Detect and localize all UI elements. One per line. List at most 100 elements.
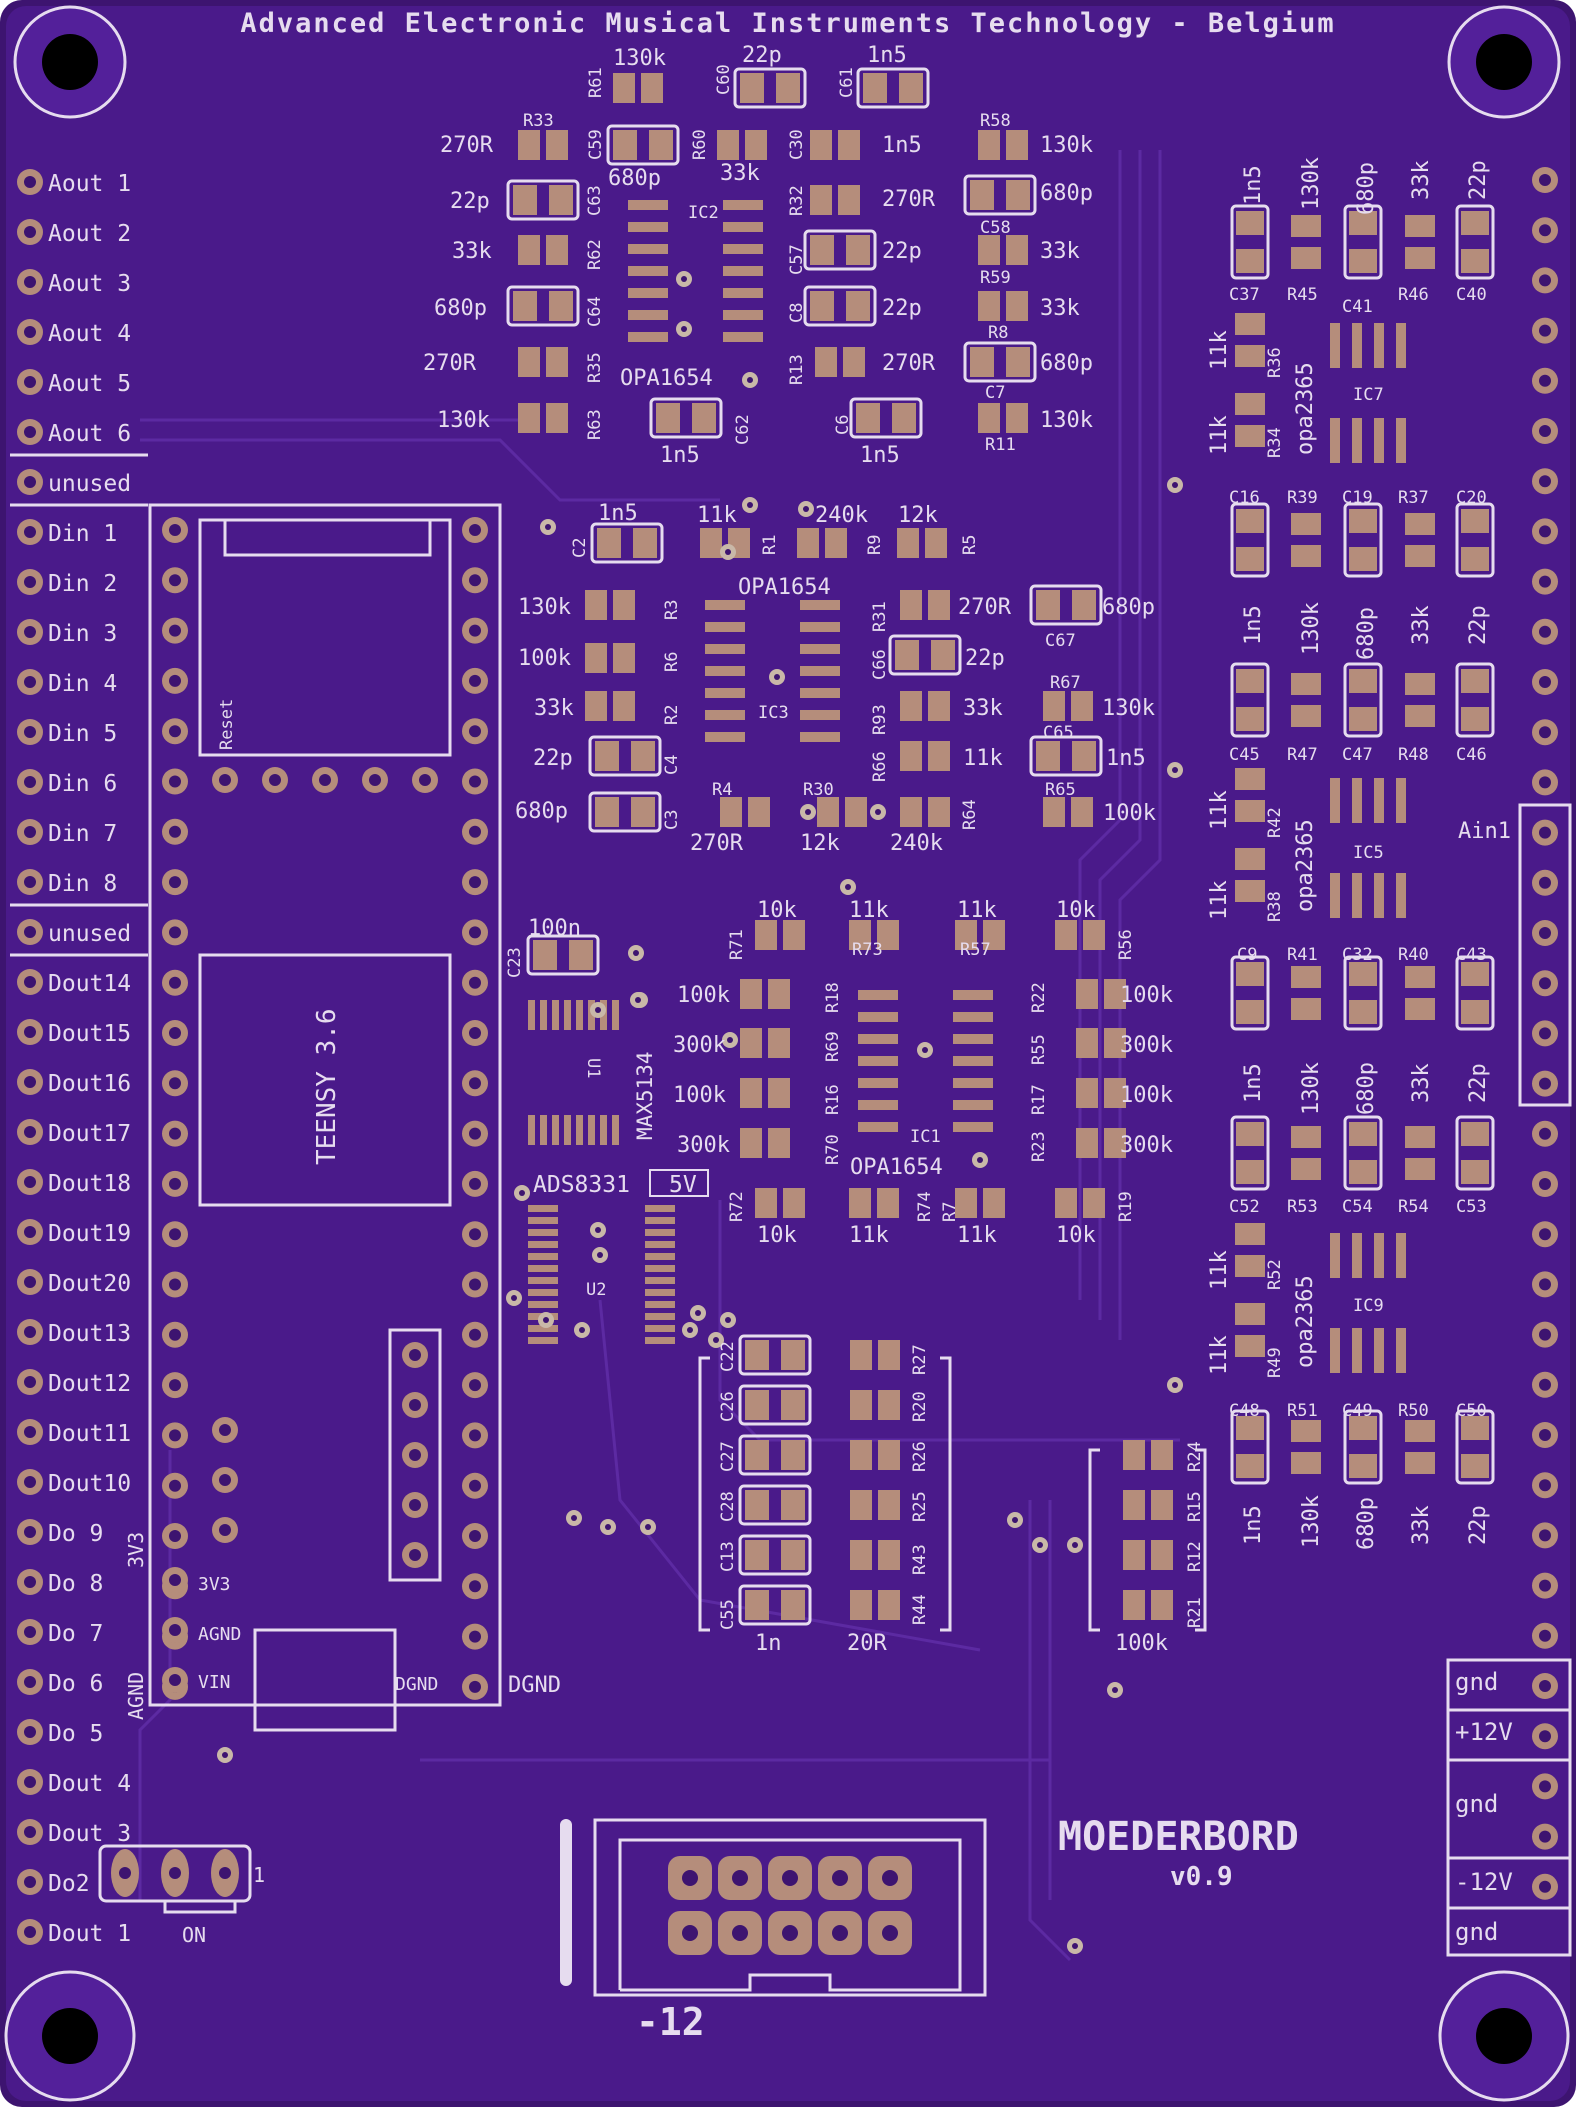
component-label: 100n: [528, 916, 581, 941]
right-pin-hole: [1539, 475, 1551, 488]
teensy-pin-hole: [269, 774, 281, 786]
component-label: 11k: [1207, 790, 1232, 830]
resistor-pad: [546, 235, 568, 265]
component-label: R43: [910, 1544, 930, 1575]
ic-lead: [1330, 778, 1340, 823]
component-label: C37: [1229, 285, 1260, 305]
capacitor-outline: [1343, 204, 1383, 280]
resistor-pad: [1104, 1028, 1126, 1058]
teensy-pin-hole: [469, 1429, 481, 1442]
capacitor-pad: [931, 640, 955, 670]
left-pin-label: Dout10: [48, 1471, 131, 1497]
u1-label: U1: [583, 1058, 603, 1078]
component-label: R56: [1116, 929, 1136, 960]
pin-label-dgnd: DGND: [395, 1674, 438, 1695]
capacitor-outline: [526, 934, 600, 976]
ic-lead: [1352, 323, 1362, 368]
capacitor-pad: [1036, 590, 1060, 620]
ic-lead: [1352, 1328, 1362, 1373]
component-label: 270R: [440, 133, 494, 158]
component-label: 130k: [437, 408, 490, 433]
resistor-pad: [983, 920, 1005, 950]
component-label: C47: [1342, 745, 1373, 765]
component-label: R34: [1265, 427, 1285, 458]
capacitor-pad: [613, 130, 637, 160]
right-pin-hole: [1539, 776, 1551, 789]
right-pin-hole: [1539, 726, 1551, 739]
ic-lead: [1374, 1328, 1384, 1373]
component-label: R45: [1287, 285, 1318, 305]
capacitor-pad: [1461, 1416, 1489, 1440]
ic-lead: [858, 1012, 898, 1022]
component-label: 680p: [1040, 181, 1093, 206]
resistor-pad: [1405, 1158, 1435, 1180]
capacitor-outline: [1230, 502, 1270, 578]
component-label: C50: [1456, 1401, 1487, 1421]
resistor-pad: [1123, 1590, 1145, 1620]
component-label: C16: [1229, 488, 1260, 508]
resistor-pad: [1235, 313, 1265, 335]
component-label: R73: [852, 940, 883, 960]
component-label: R20: [910, 1391, 930, 1422]
ic2-label: IC2: [688, 203, 719, 223]
left-pin-label: Din 7: [48, 821, 117, 847]
resistor-pad: [1405, 215, 1435, 237]
ic-lead: [645, 1241, 675, 1248]
ic-lead: [645, 1217, 675, 1224]
resistor-pad: [850, 1590, 872, 1620]
component-label: 22p: [1466, 605, 1491, 645]
idc-pin-hole: [782, 1870, 798, 1886]
component-label: 680p: [1102, 595, 1155, 620]
right-header-pins: [1532, 167, 1558, 1900]
component-label: C28: [718, 1491, 738, 1522]
ic-lead: [564, 1000, 571, 1030]
ic-lead: [1330, 873, 1340, 918]
capacitor-pad: [1349, 669, 1377, 693]
ic-lead: [1330, 418, 1340, 463]
component-label: 270R: [690, 831, 744, 856]
resistor-pad: [1151, 1540, 1173, 1570]
component-label: 240k: [890, 831, 943, 856]
capacitor-pad: [745, 1490, 769, 1520]
component-label: C62: [733, 414, 753, 445]
resistor-pad: [978, 130, 1000, 160]
component-label: R62: [585, 239, 605, 270]
component-label: R13: [787, 354, 807, 385]
pin-label-vin: VIN: [198, 1672, 231, 1693]
left-pin-label: Dout 3: [48, 1821, 131, 1847]
resistor-pad: [978, 403, 1000, 433]
component-label: R53: [1287, 1197, 1318, 1217]
component-label: C23: [505, 947, 525, 978]
resistor-pad: [850, 1540, 872, 1570]
component-label: C54: [1342, 1197, 1373, 1217]
capacitor-outline: [606, 124, 680, 166]
teensy-label: TEENSY 3.6: [312, 1008, 342, 1165]
component-label: 33k: [720, 161, 760, 186]
capacitor-pad: [549, 291, 573, 321]
via-hole: [803, 506, 809, 512]
ic-lead: [800, 666, 840, 676]
via-hole: [747, 502, 753, 508]
right-pin-hole: [1539, 1027, 1551, 1040]
component-label: 33k: [1040, 239, 1080, 264]
via-hole: [977, 1157, 983, 1163]
resistor-pad: [748, 797, 770, 827]
component-label: 11k: [1207, 880, 1232, 920]
left-pin-label: Do 9: [48, 1521, 103, 1547]
component-label: R11: [985, 435, 1016, 455]
ic-lead: [1352, 778, 1362, 823]
capacitor-outline: [963, 174, 1037, 216]
component-label: R65: [1045, 780, 1076, 800]
resistor-pad: [755, 920, 777, 950]
left-pin-label: Aout 3: [48, 271, 131, 297]
right-pin-hole: [1539, 575, 1551, 588]
left-pin-label: Din 6: [48, 771, 117, 797]
resistor-pad: [1291, 215, 1321, 237]
component-label: 100k: [673, 1083, 726, 1108]
resistor-pad: [878, 1590, 900, 1620]
left-pin-label: Dout12: [48, 1371, 131, 1397]
capacitor-pad: [1236, 211, 1264, 235]
component-label: 100k: [1115, 1631, 1168, 1656]
teensy-pin-hole: [169, 1027, 181, 1039]
component-label: C67: [1045, 631, 1076, 651]
